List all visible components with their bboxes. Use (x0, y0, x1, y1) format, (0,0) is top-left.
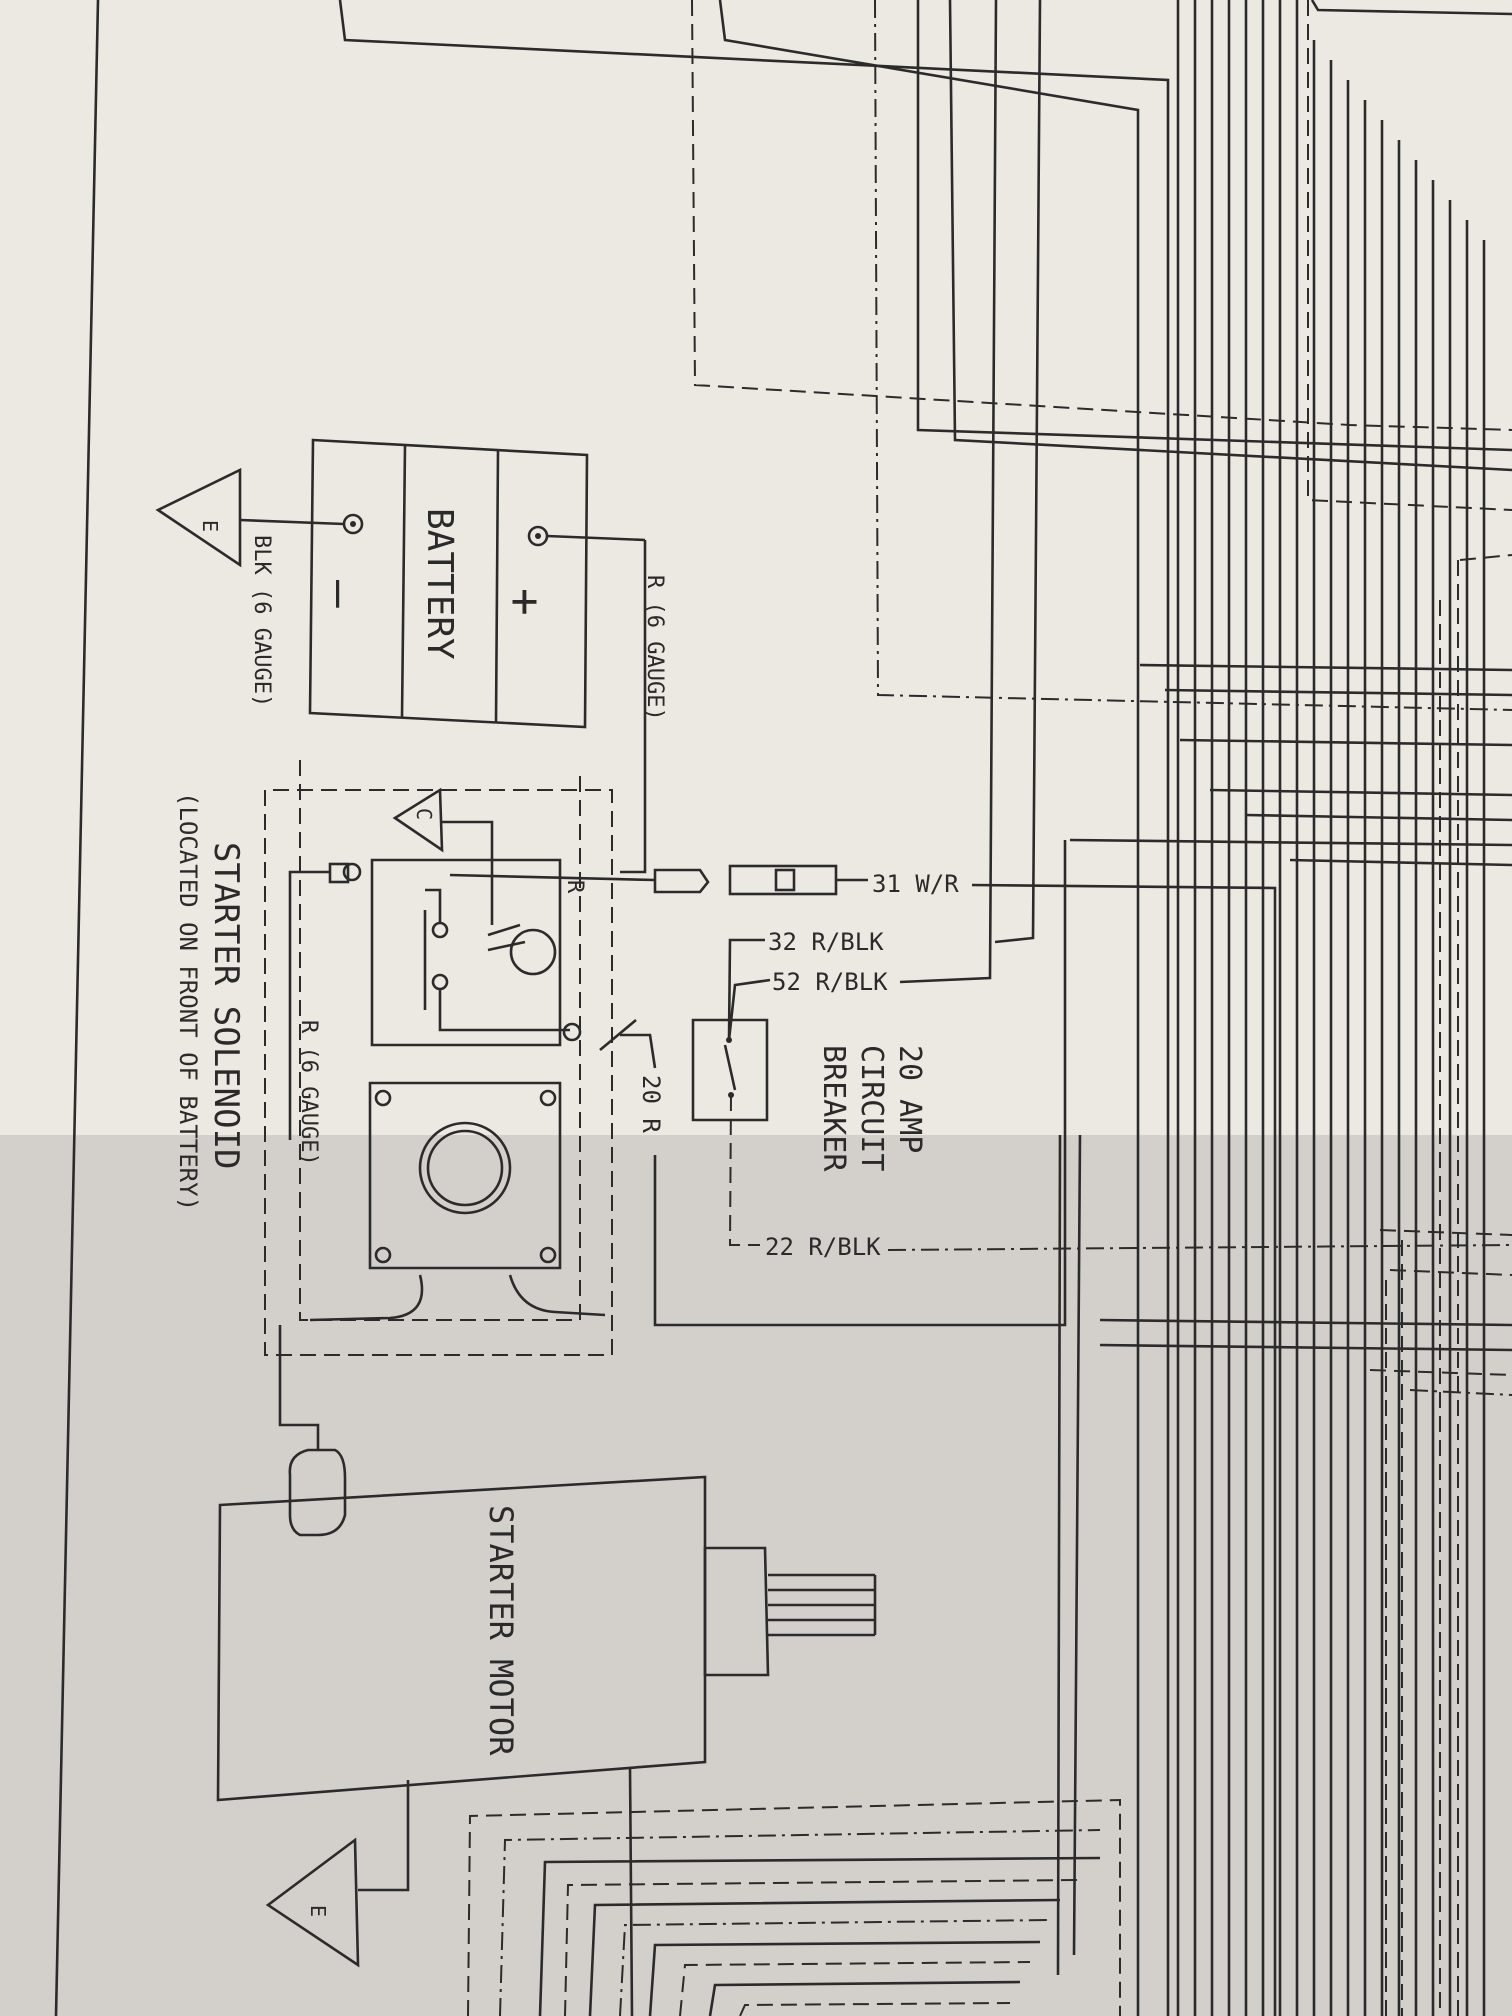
sheet-border-line (54, 0, 100, 2016)
connector-31 (449, 864, 1277, 2016)
battery-plus-sign: + (499, 588, 553, 616)
svg-text:E: E (306, 1905, 330, 1917)
solenoid-case-ground: C (412, 808, 436, 820)
svg-text:E: E (198, 520, 222, 532)
battery-positive-cable-label: R (6 GAUGE) (642, 575, 667, 721)
paper-lower-half (0, 1135, 1512, 2016)
battery-label: BATTERY (419, 508, 460, 660)
solenoid-cable-label: R (6 GAUGE) (296, 1020, 321, 1166)
lower-harness (467, 1134, 1121, 2016)
wire-harness (338, 0, 1512, 2016)
wire-32-label: 32 R/BLK (768, 928, 884, 956)
ground-symbol-battery: E (155, 467, 242, 568)
solenoid-title: STARTER SOLENOID (206, 842, 246, 1170)
ground-symbol-starter: E (265, 1837, 360, 1968)
wire-31-label: 31 W/R (872, 870, 959, 898)
starter-motor-label: STARTER MOTOR (482, 1505, 520, 1756)
solenoid-location-note: (LOCATED ON FRONT OF BATTERY) (174, 792, 202, 1211)
starter-solenoid (264, 760, 1067, 1356)
paper-upper-half (0, 0, 1512, 1135)
battery-negative-cable-label: BLK (6 GAUGE) (249, 535, 274, 707)
battery-minus-sign: — (314, 580, 368, 608)
wire-22-run (887, 1244, 1512, 1251)
solenoid-terminal-r: R (562, 880, 587, 894)
battery (239, 438, 647, 874)
circuit-breaker (691, 938, 771, 1246)
breaker-label-line3: BREAKER (816, 1045, 851, 1172)
wire-52-label: 52 R/BLK (772, 968, 888, 996)
breaker-label-line1: 20 AMP (892, 1045, 927, 1153)
wire-22-label: 22 R/BLK (765, 1233, 881, 1261)
wire-20-label: 20 R (637, 1075, 665, 1133)
starter-motor (216, 1325, 877, 2016)
breaker-label-line2: CIRCUIT (854, 1045, 889, 1171)
